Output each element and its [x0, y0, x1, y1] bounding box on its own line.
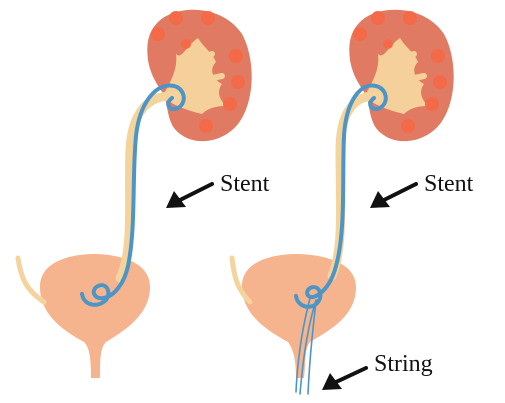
left-figure: [18, 10, 252, 378]
stent-label-right: Stent: [424, 172, 473, 196]
bladder-left: [40, 254, 150, 378]
arrow-stent-right: [370, 184, 416, 208]
arrow-stent-left: [166, 184, 212, 208]
string-label: String: [374, 352, 433, 376]
side-ureter-left: [18, 258, 44, 302]
arrow-string: [322, 368, 366, 390]
stent-label-left: Stent: [220, 172, 269, 196]
ureter-left: [120, 96, 176, 278]
right-figure: [232, 10, 454, 394]
